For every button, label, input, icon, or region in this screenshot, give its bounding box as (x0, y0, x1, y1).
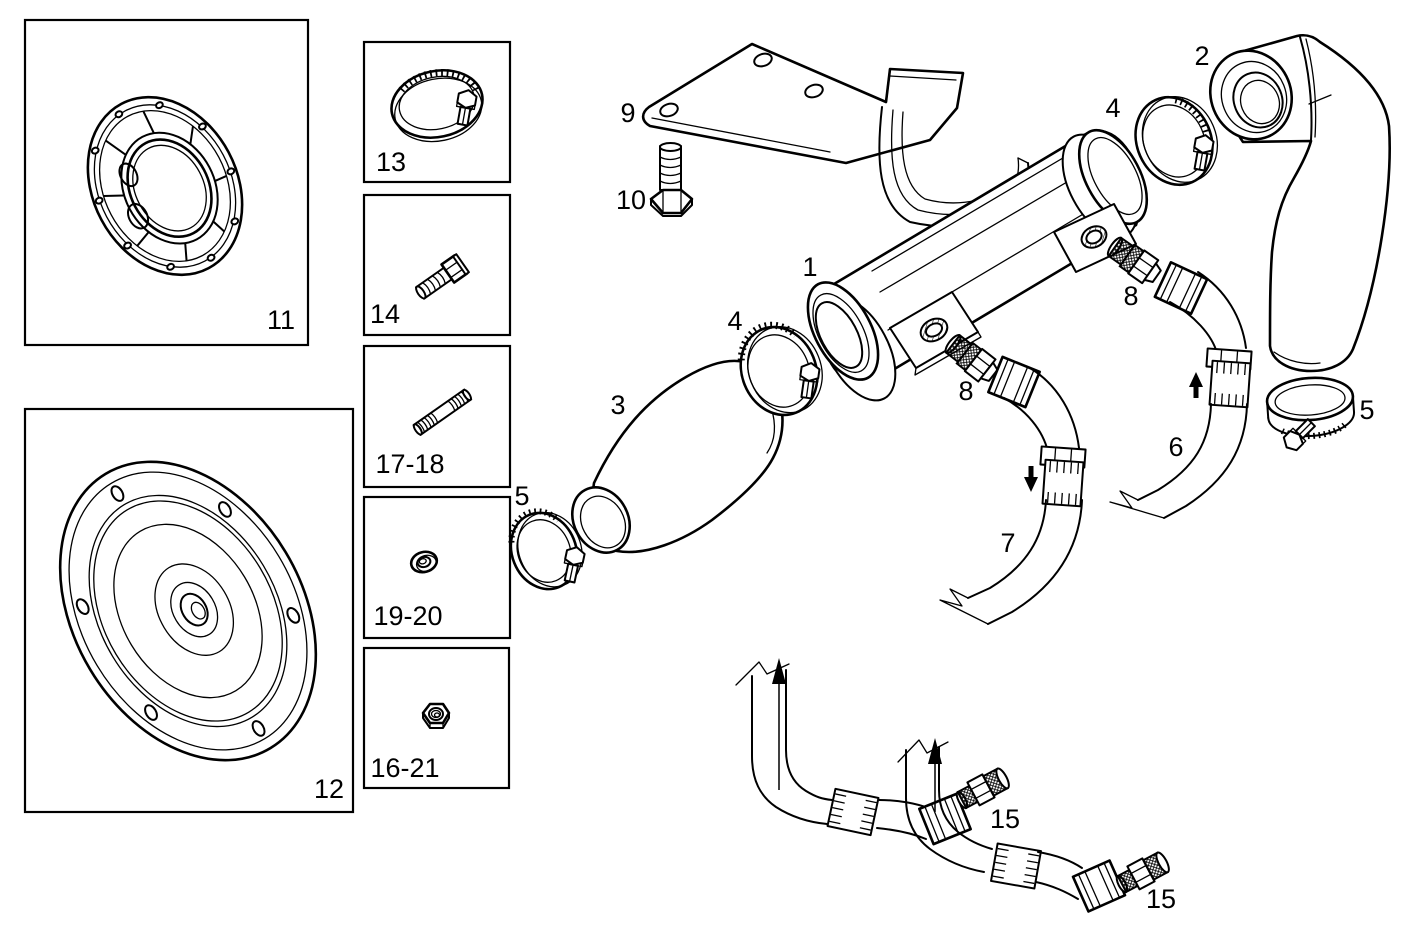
callout-5-left: 5 (514, 481, 529, 511)
break-symbol (939, 588, 989, 625)
bolt-holes (75, 485, 301, 737)
flange-ring-part-11 (86, 95, 244, 277)
callout-8-right: 8 (1123, 281, 1138, 311)
bolt-part-14 (414, 253, 470, 300)
panel-box-11 (23, 18, 310, 347)
callout-3: 3 (610, 390, 625, 420)
callout-15-lower: 15 (1146, 884, 1176, 914)
panel-box-16-21 (362, 646, 511, 790)
panel-label-17-18: 17-18 (375, 449, 444, 479)
panel-box-19-20 (362, 495, 512, 640)
callout-1: 1 (802, 252, 817, 282)
hose-clamp-part-5-right (1265, 376, 1356, 455)
callout-2: 2 (1194, 41, 1209, 71)
hose-clamp-part-4-right (1134, 95, 1218, 187)
panel-label-16-21: 16-21 (370, 753, 439, 783)
oil-cooler-part-1 (806, 128, 1149, 402)
panel-label-14: 14 (370, 299, 400, 329)
panel-label-12: 12 (314, 774, 344, 804)
bolt-holes (90, 101, 240, 271)
hose-clamp-part-13 (390, 68, 484, 143)
stud-part-17-18 (412, 388, 473, 436)
hose-clamp-part-4-left (737, 321, 823, 417)
elbow-hose-part-2 (1208, 33, 1391, 373)
direction-arrow-up-icon (772, 658, 786, 790)
panel-label-13: 13 (376, 147, 406, 177)
callout-8-left: 8 (958, 376, 973, 406)
callout-6: 6 (1168, 432, 1183, 462)
direction-arrow-up-icon (928, 738, 942, 812)
panel-box-13 (362, 40, 512, 184)
cover-disc-part-12 (58, 460, 318, 762)
callout-9: 9 (620, 98, 635, 128)
callout-7: 7 (1000, 528, 1015, 558)
direction-arrow-up-icon (1189, 372, 1203, 398)
hose-part-6 (1109, 261, 1253, 519)
callout-15-upper: 15 (990, 804, 1020, 834)
callout-5-right: 5 (1359, 395, 1374, 425)
panel-box-17-18 (362, 344, 512, 489)
reducer-hose-part-3 (571, 359, 784, 554)
bottom-hose-upper (735, 658, 972, 846)
callout-10: 10 (616, 185, 646, 215)
hose-clamp-part-5-left (508, 508, 587, 591)
nut-part-19-20 (409, 550, 439, 574)
panel-label-11: 11 (267, 305, 295, 335)
hex-nut-part-16-21 (421, 702, 451, 729)
hose-part-7 (939, 355, 1087, 625)
callout-4-right: 4 (1105, 93, 1120, 123)
bracket-part-9 (641, 42, 1030, 228)
break-symbol (1109, 490, 1165, 519)
callout-4-left: 4 (727, 306, 742, 336)
panel-label-19-20: 19-20 (373, 601, 442, 631)
direction-arrow-down-icon (1024, 466, 1038, 492)
panel-box-12 (23, 407, 355, 814)
bottom-hose-lower (897, 738, 1127, 913)
bolt-part-10 (649, 142, 694, 217)
panel-box-14 (362, 193, 512, 337)
